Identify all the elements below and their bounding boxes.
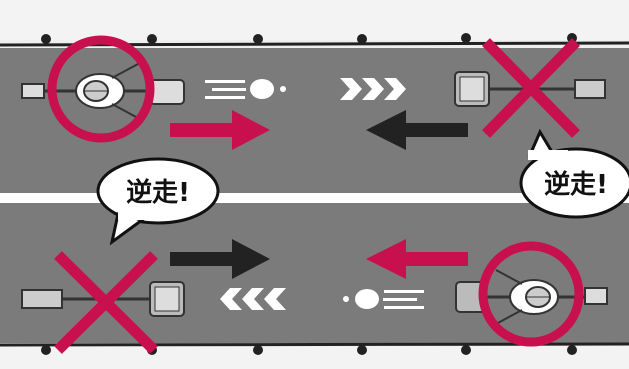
circle-ok-icon <box>478 241 584 347</box>
bicycle-icon <box>21 281 185 317</box>
circle-ok-icon <box>47 35 155 143</box>
speech-bubble: 逆走! <box>519 128 629 219</box>
cross-ng-icon <box>482 38 580 138</box>
lower-road <box>0 203 629 343</box>
arrow-icon <box>366 239 468 279</box>
bubble-label: 逆走! <box>126 177 190 208</box>
bicycle-icon <box>21 63 185 119</box>
cross-ng-icon <box>54 251 158 354</box>
bottom-sidewalk <box>0 343 629 369</box>
arrow-icon <box>170 110 270 150</box>
chevron-arrows-icon <box>220 288 286 310</box>
road-median <box>0 193 629 203</box>
speech-bubble: 逆走! <box>96 157 220 246</box>
small-cyclist-icon <box>343 289 424 309</box>
bubble-label: 逆走! <box>544 169 608 200</box>
top-sidewalk <box>0 0 629 40</box>
chevron-arrows-icon <box>340 78 406 100</box>
small-cyclist-icon <box>205 79 286 99</box>
arrow-icon <box>366 110 468 150</box>
top-curb <box>0 33 629 47</box>
bicycle-icon <box>455 269 608 325</box>
arrow-icon <box>170 239 270 279</box>
